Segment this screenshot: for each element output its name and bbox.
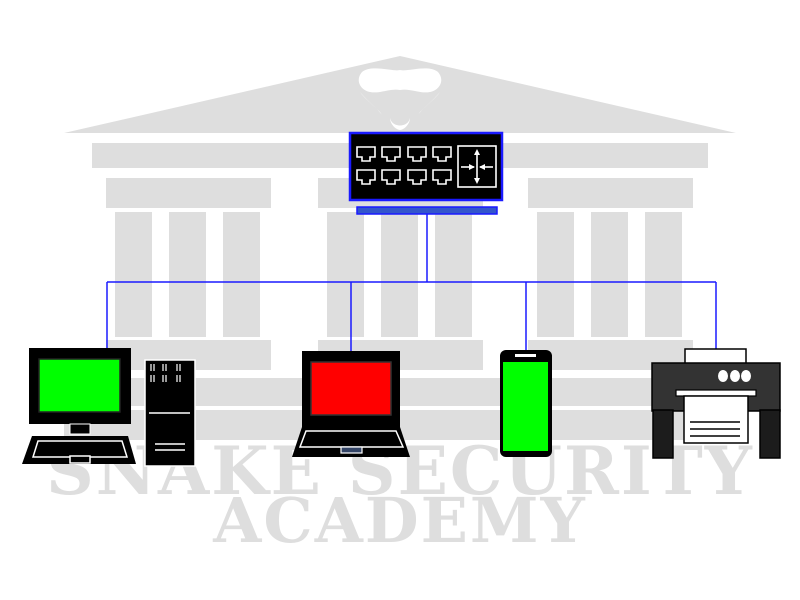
column-capital-right	[528, 178, 693, 208]
laptop-trackpad	[340, 446, 363, 454]
phone-speaker	[515, 354, 536, 357]
router-arrows-icon	[457, 145, 497, 188]
column-center-2	[381, 212, 418, 337]
column-right-2	[591, 212, 628, 337]
watermark-subtitle: ACADEMY	[213, 484, 587, 557]
smartphone[interactable]	[500, 350, 552, 457]
ethernet-port-icons	[356, 146, 452, 185]
laptop-screen	[310, 361, 392, 416]
column-capital-left	[106, 178, 271, 208]
column-left-1	[115, 212, 152, 337]
column-left-2	[169, 212, 206, 337]
laptop[interactable]	[292, 351, 410, 457]
desktop-screen	[38, 358, 121, 413]
column-center-3	[435, 212, 472, 337]
printer[interactable]	[651, 348, 781, 459]
snake-head-icon	[358, 68, 442, 130]
phone-screen	[503, 362, 548, 451]
network-switch[interactable]	[348, 131, 504, 215]
pc-tower-icon	[144, 359, 196, 467]
column-right-1	[537, 212, 574, 337]
column-center-1	[327, 212, 364, 337]
laptop-keyboard	[298, 430, 405, 448]
column-right-3	[645, 212, 682, 337]
network-links	[106, 214, 717, 352]
printed-page	[683, 395, 749, 444]
column-left-3	[223, 212, 260, 337]
desktop-computer[interactable]	[22, 348, 196, 467]
